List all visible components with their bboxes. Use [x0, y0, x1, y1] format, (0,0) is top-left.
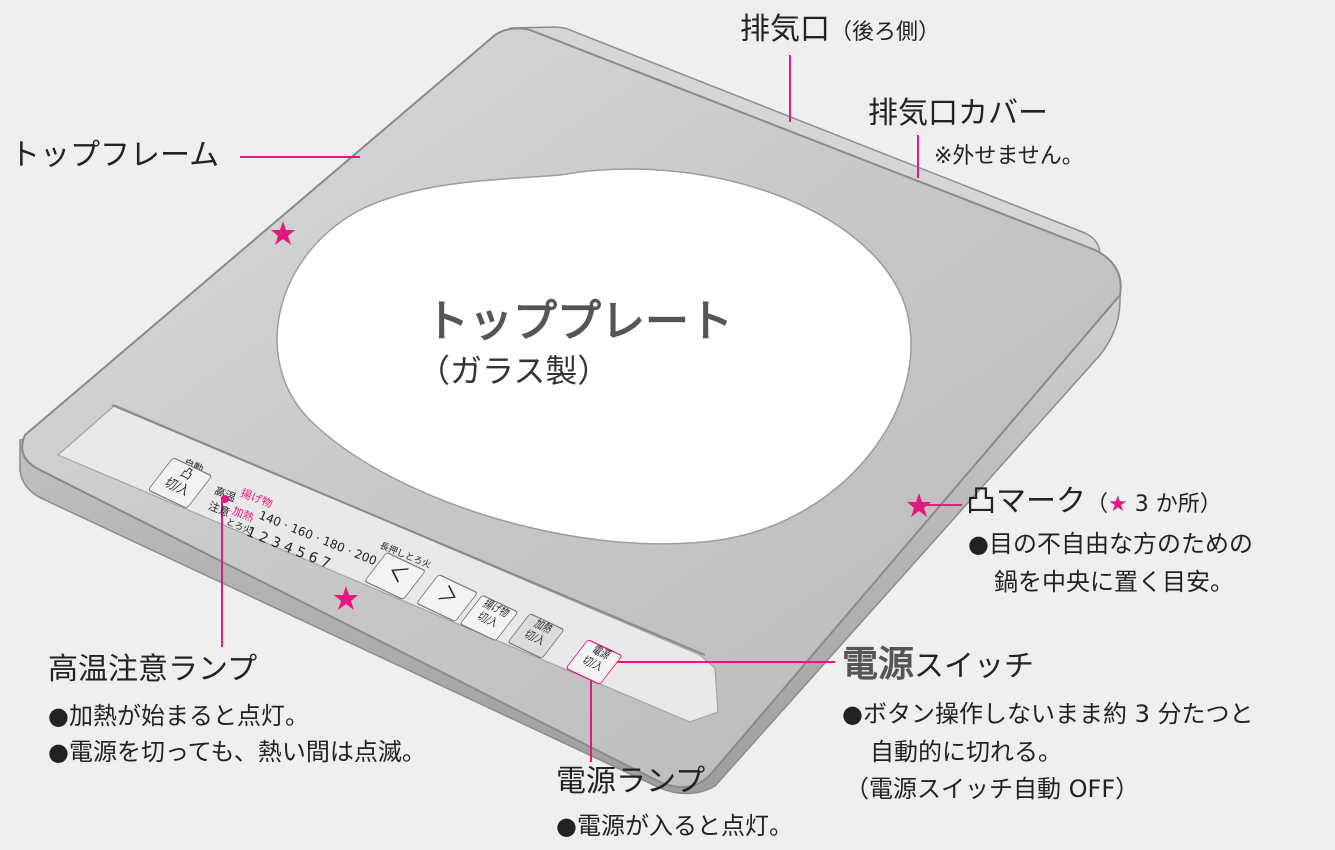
- bump-line-1: ●目の不自由な方のための: [968, 530, 1253, 558]
- bump-open: （: [1086, 492, 1109, 517]
- top-plate-sub: （ガラス製）: [418, 352, 610, 390]
- power-lamp-title: 電源ランプ: [556, 764, 706, 799]
- power-switch-rest: スイッチ: [914, 649, 1035, 684]
- bump-line-2: 鍋を中央に置く目安。: [994, 568, 1234, 596]
- power-switch-line-2: 自動的に切れる。: [870, 738, 1062, 766]
- top-plate: [276, 168, 912, 545]
- star-inline-icon: ★: [1108, 492, 1128, 517]
- star-marker-icon: [270, 220, 296, 246]
- bump-count: 3 か所）: [1127, 492, 1222, 517]
- exhaust-sub: （後ろ側）: [830, 20, 941, 45]
- power-switch-line-1: ●ボタン操作しないまま約 3 分たつと: [842, 700, 1254, 728]
- exhaust-cover-title: 排気口カバー: [868, 96, 1048, 131]
- exhaust-cover-note: ※外せません。: [934, 144, 1084, 169]
- top-plate-title: トッププレート: [425, 296, 733, 347]
- hot-lamp: [221, 495, 229, 503]
- power-lamp-line-1: ●電源が入ると点灯。: [556, 812, 793, 840]
- power-switch-bold: 電源: [842, 644, 915, 685]
- top-frame-label: トップフレーム: [10, 138, 220, 173]
- power-switch-label: 電源スイッチ: [842, 643, 1034, 686]
- bump-mark-label: 凸マーク（★ 3 か所）: [966, 484, 1222, 520]
- leader-lines: [221, 55, 962, 762]
- exhaust-label: 排気口（後ろ側）: [740, 12, 940, 48]
- star-marker-icon: [906, 492, 932, 518]
- star-marker-icon: [333, 585, 359, 611]
- hot-lamp-line-1: ●加熱が始まると点灯。: [48, 702, 309, 730]
- panel-groove: [111, 404, 706, 656]
- exhaust-title: 排気口: [740, 12, 830, 47]
- hot-lamp-line-2: ●電源を切っても、熱い間は点滅。: [48, 738, 426, 766]
- bump-title: 凸マーク: [966, 484, 1086, 519]
- power-switch-line-3: （電源スイッチ自動 OFF）: [845, 775, 1140, 803]
- hot-lamp-title: 高温注意ランプ: [48, 652, 258, 687]
